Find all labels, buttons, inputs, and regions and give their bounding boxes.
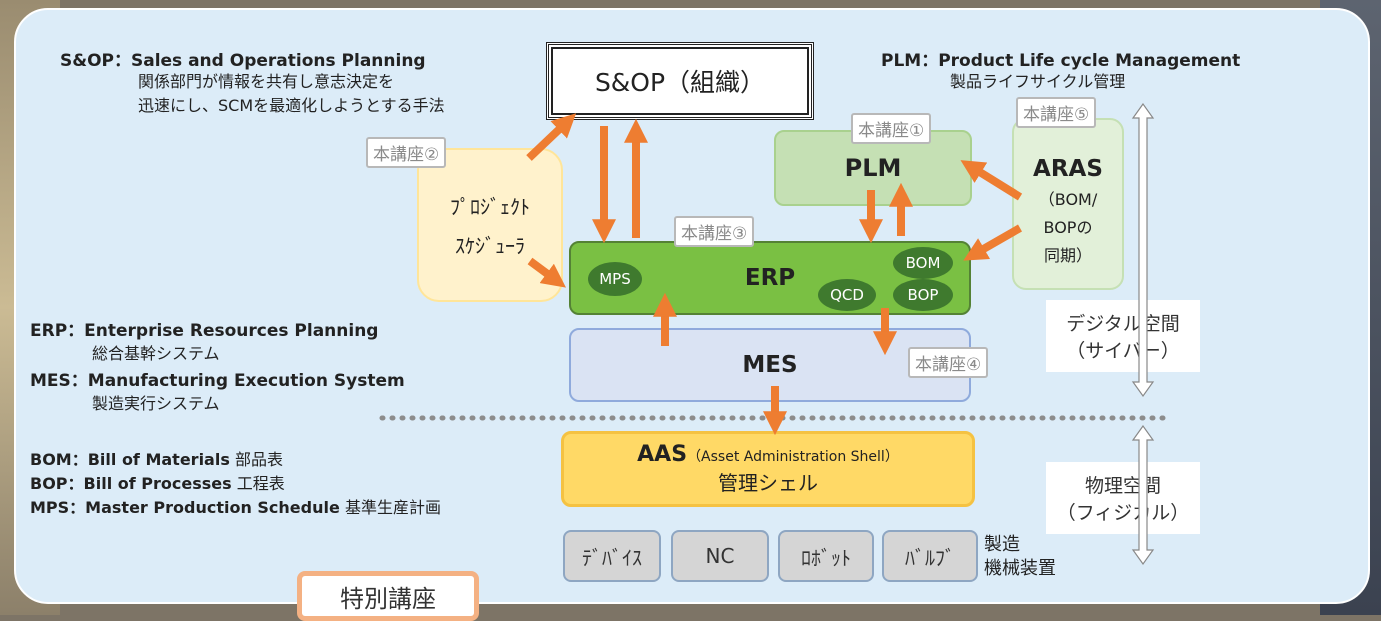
plm-definition-term: PLM：Product Life cycle Management — [881, 51, 1241, 71]
erp-node-label: ERP — [744, 265, 796, 291]
sop-node-label: S&OP（組織） — [594, 68, 766, 97]
mes-definition-term: MES：Manufacturing Execution System — [30, 371, 405, 391]
course5-badge: 本講座⑤ — [1016, 97, 1097, 128]
mes-node-label: MES — [742, 352, 798, 378]
physical-space-line2: （フィジカル） — [1056, 502, 1190, 524]
mps-ellipse: MPS — [588, 262, 642, 296]
plm-node-label: PLM — [844, 154, 902, 182]
bop-ellipse: BOP — [893, 279, 953, 311]
special-course-label: 特別講座 — [340, 584, 436, 613]
digital-space-line1: デジタル空間 — [1066, 313, 1180, 335]
erp-definition-line1: 総合基幹システム — [92, 344, 220, 363]
aras-node-line3: 同期） — [1043, 246, 1092, 265]
bom-ellipse-label: BOM — [905, 254, 941, 272]
aras-node-title: ARAS — [1033, 156, 1103, 182]
valve-node-label: ﾊﾞﾙﾌﾞ — [905, 545, 955, 570]
bom-ellipse: BOM — [893, 247, 953, 279]
aras-node[interactable]: ARAS （BOM/ BOPの 同期） — [1012, 118, 1124, 290]
sop-definition-line2: 迅速にし、SCMを最適化しようとする手法 — [138, 96, 445, 115]
physical-space-label: 物理空間 （フィジカル） — [1046, 462, 1200, 534]
robot-node[interactable]: ﾛﾎﾞｯﾄ — [778, 530, 874, 582]
project-scheduler-line2: ｽｹｼﾞｭｰﾗ — [455, 234, 525, 258]
plm-definition-line1: 製品ライフサイクル管理 — [950, 72, 1126, 91]
aras-node-line2: BOPの — [1043, 218, 1093, 237]
course2-badge: 本講座② — [366, 137, 447, 168]
device-node[interactable]: ﾃﾞﾊﾞｲｽ — [563, 530, 661, 582]
course3-badge: 本講座③ — [674, 216, 755, 247]
valve-node[interactable]: ﾊﾞﾙﾌﾞ — [882, 530, 978, 582]
special-course-badge[interactable]: 特別講座 — [297, 571, 479, 621]
project-scheduler-node[interactable]: ﾌﾟﾛｼﾞｪｸﾄ ｽｹｼﾞｭｰﾗ — [417, 148, 563, 302]
manufacturing-equipment-line2: 機械装置 — [984, 558, 1056, 579]
mps-definition: MPS：Master Production Schedule 基準生産計画 — [30, 494, 441, 518]
digital-space-label: デジタル空間 （サイバー） — [1046, 300, 1200, 372]
bop-ellipse-label: BOP — [907, 286, 939, 304]
sop-node[interactable]: S&OP（組織） — [546, 42, 814, 120]
bop-definition-desc: 工程表 — [236, 474, 285, 493]
robot-node-label: ﾛﾎﾞｯﾄ — [801, 545, 851, 570]
course1-badge: 本講座① — [851, 113, 932, 144]
aas-node-title: AAS — [637, 442, 688, 467]
mps-definition-desc: 基準生産計画 — [344, 498, 441, 517]
mps-definition-term: MPS：Master Production Schedule — [30, 498, 340, 517]
aras-node-line1: （BOM/ — [1038, 190, 1098, 209]
aas-node-line2: 管理シェル — [718, 471, 818, 495]
physical-space-line1: 物理空間 — [1084, 475, 1161, 497]
mes-node[interactable]: MES — [569, 328, 971, 402]
digital-space-line2: （サイバー） — [1066, 340, 1180, 362]
nc-node[interactable]: NC — [671, 530, 769, 582]
mps-ellipse-label: MPS — [599, 270, 631, 288]
sop-definition-line1: 関係部門が情報を共有し意志決定を — [138, 72, 395, 91]
erp-definition-term: ERP：Enterprise Resources Planning — [30, 321, 379, 341]
aas-node-title-row: AAS（Asset Administration Shell） — [637, 442, 899, 467]
bop-definition-term: BOP：Bill of Processes — [30, 474, 232, 493]
course4-badge: 本講座④ — [908, 347, 989, 378]
nc-node-label: NC — [705, 544, 735, 568]
sop-definition-term: S&OP：Sales and Operations Planning — [60, 51, 426, 71]
bop-definition: BOP：Bill of Processes 工程表 — [30, 470, 285, 494]
device-node-label: ﾃﾞﾊﾞｲｽ — [582, 545, 642, 570]
qcd-ellipse-label: QCD — [830, 286, 864, 304]
bom-definition-desc: 部品表 — [234, 450, 283, 469]
qcd-ellipse: QCD — [818, 279, 876, 311]
bom-definition: BOM：Bill of Materials 部品表 — [30, 446, 283, 470]
manufacturing-equipment-line1: 製造 — [984, 534, 1020, 555]
project-scheduler-line1: ﾌﾟﾛｼﾞｪｸﾄ — [450, 195, 530, 219]
aas-node[interactable]: AAS（Asset Administration Shell） 管理シェル — [561, 431, 975, 507]
mes-definition-line1: 製造実行システム — [92, 394, 220, 413]
bom-definition-term: BOM：Bill of Materials — [30, 450, 230, 469]
aas-node-subtitle: （Asset Administration Shell） — [687, 449, 899, 465]
